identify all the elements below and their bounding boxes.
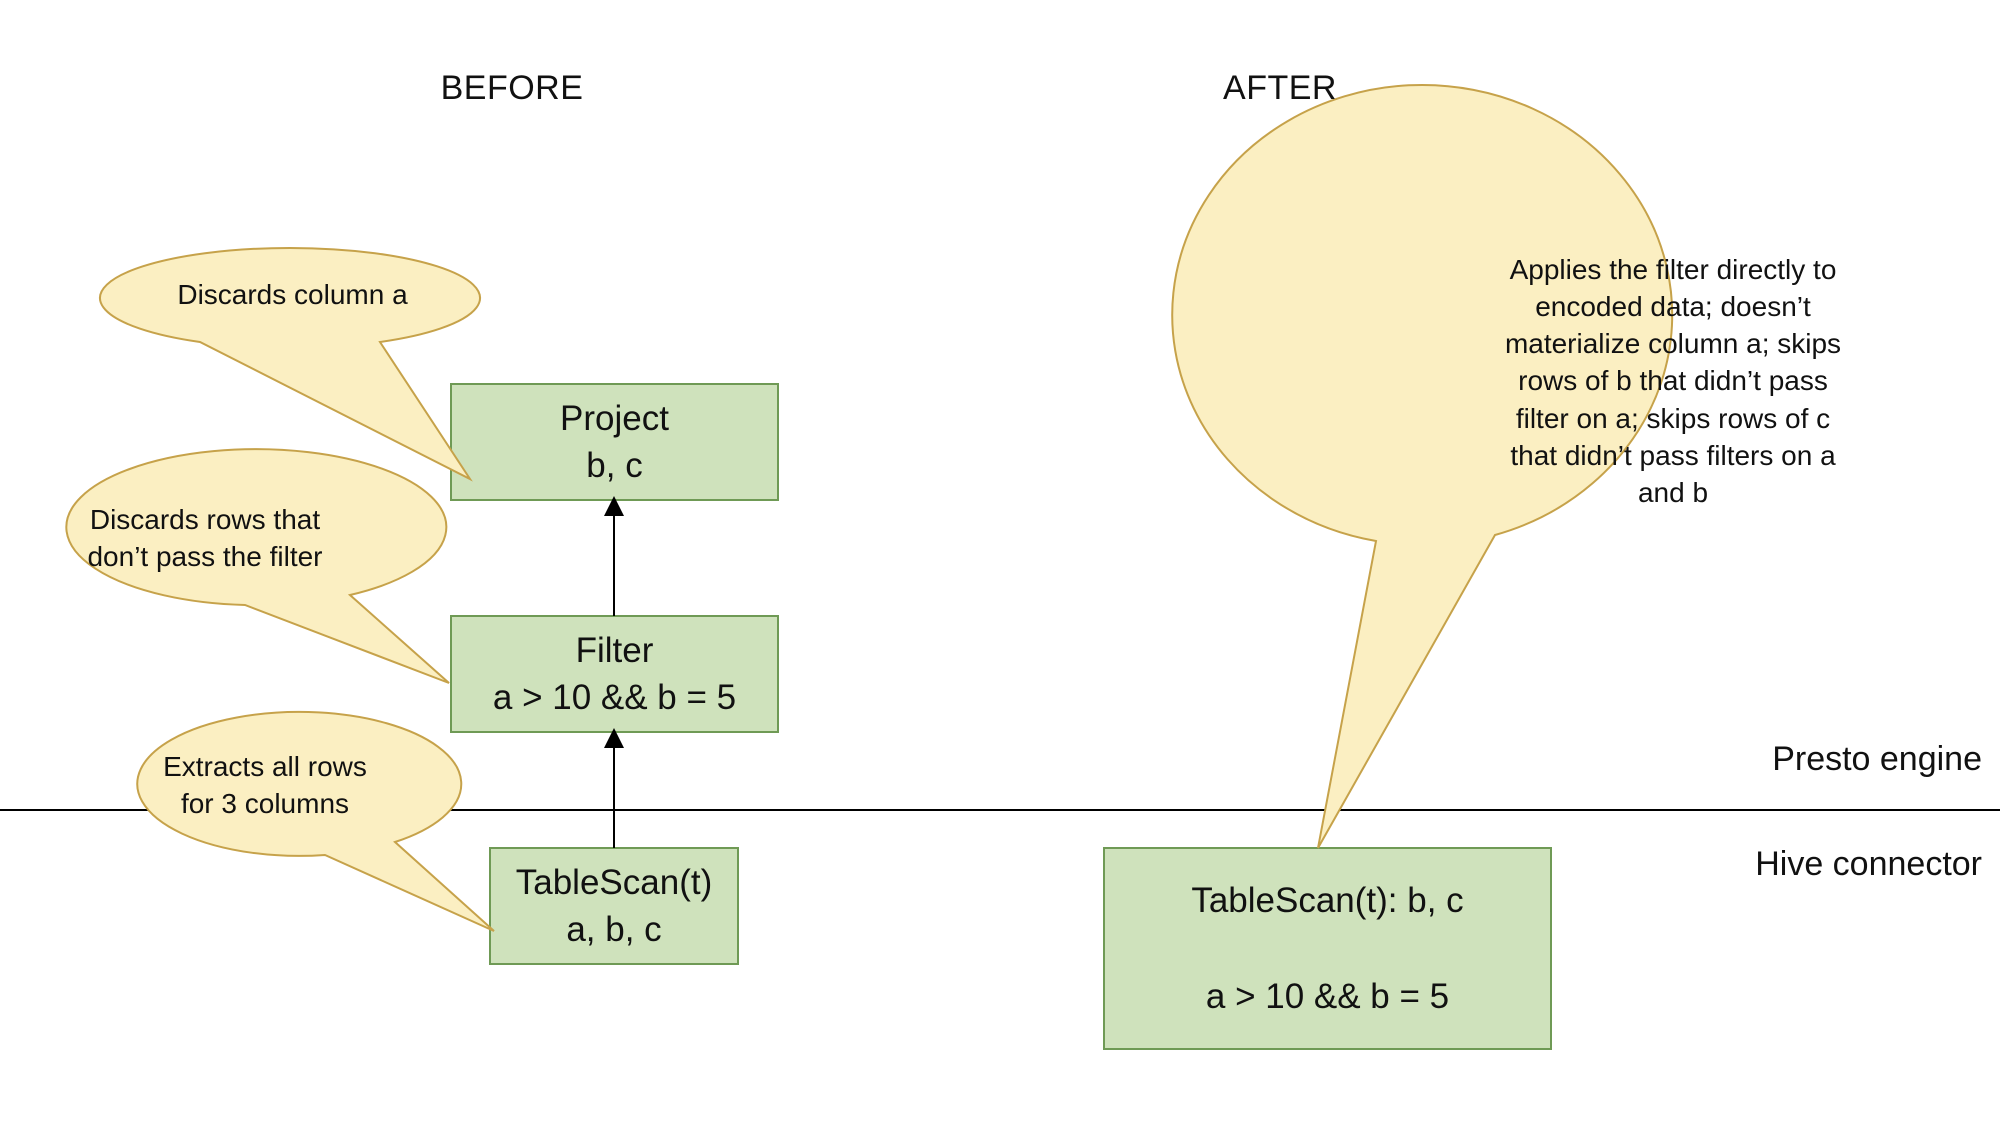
callout-shape-project xyxy=(99,246,481,482)
tablescan-box-after xyxy=(1103,847,1552,1050)
tablescan-after-label: TableScan(t): b, c a > 10 && b = 5 xyxy=(1104,848,1551,1049)
hive-connector-label: Hive connector xyxy=(1755,844,1982,883)
presto-engine-label: Presto engine xyxy=(1772,739,1982,778)
tablescan-before-label: TableScan(t) a, b, c xyxy=(490,848,738,964)
filter-box-label: Filter a > 10 && b = 5 xyxy=(451,616,778,732)
callout-after-text: Applies the filter directly to encoded d… xyxy=(1504,253,1842,509)
tablescan-before-title: TableScan(t) xyxy=(515,862,713,902)
callout-shape-tablescan xyxy=(136,710,495,932)
callout-shape-filter xyxy=(65,448,450,684)
project-columns: b, c xyxy=(586,446,643,485)
filter-title: Filter xyxy=(575,630,654,670)
filter-condition: a > 10 && b = 5 xyxy=(492,678,737,717)
callout-shape-after xyxy=(1171,84,1674,849)
tablescan-after-title: TableScan(t): b, c xyxy=(1191,881,1464,921)
before-heading: BEFORE xyxy=(440,68,584,107)
project-title: Project xyxy=(560,398,669,438)
callout-project-text: Discards column a xyxy=(177,279,408,311)
callout-filter-text: Discards rows that don’t pass the filter xyxy=(87,503,323,572)
tablescan-before-columns: a, b, c xyxy=(566,910,662,949)
project-box-label: Project b, c xyxy=(451,384,778,500)
callout-tablescan-text: Extracts all rows for 3 columns xyxy=(163,750,367,819)
after-heading: AFTER xyxy=(1223,68,1337,107)
tablescan-after-condition: a > 10 && b = 5 xyxy=(1205,976,1450,1016)
filter-box xyxy=(450,615,779,733)
